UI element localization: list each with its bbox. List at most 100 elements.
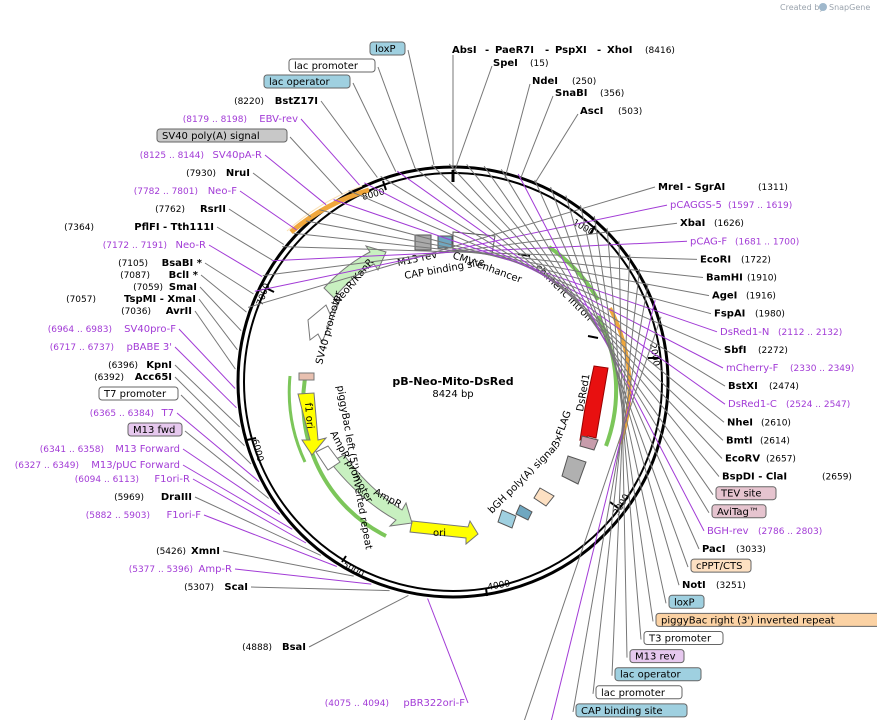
- enzyme-ecorv[interactable]: EcoRV: [725, 454, 760, 465]
- enzyme-bamhi[interactable]: BamHI: [706, 273, 743, 284]
- feature-box-piggybac-right-3-inverted-repeat[interactable]: [655, 612, 877, 627]
- primer-mcherry-f[interactable]: mCherry-F: [726, 363, 779, 374]
- enzyme-asci[interactable]: AscI: [580, 106, 603, 117]
- position-xbai: (1626): [714, 219, 744, 229]
- leader-left-nrui: [252, 172, 312, 218]
- enzyme-avrii[interactable]: AvrII: [166, 306, 192, 317]
- enzyme-xmni[interactable]: XmnI: [191, 546, 220, 557]
- leader-left-sv40-poly-a-signal: [289, 136, 343, 195]
- feature-box-lac-promoter[interactable]: [595, 685, 683, 700]
- enzyme-bsai[interactable]: BsaI: [282, 642, 306, 653]
- primer-pbabe-3[interactable]: pBABE 3': [126, 342, 172, 353]
- f1ori-arrow: [297, 392, 328, 456]
- feature-box-left-lac-operator[interactable]: [263, 74, 351, 89]
- feature-box-left-m13-fwd[interactable]: [127, 422, 183, 437]
- primer-m13-forward[interactable]: M13 Forward: [115, 444, 180, 455]
- enzyme-xbai[interactable]: XbaI: [680, 218, 705, 229]
- primer-neo-f[interactable]: Neo-F: [208, 186, 238, 197]
- sv40pro-arrow: [307, 299, 341, 344]
- plasmid-name: pB-Neo-Mito-DsRed: [392, 375, 513, 388]
- enzyme-absi[interactable]: AbsI: [452, 45, 477, 56]
- leader-pcag-f: [271, 240, 688, 262]
- position-left-tspmi-xmai: (7057): [66, 295, 96, 305]
- feature-box-avitag[interactable]: [711, 504, 767, 519]
- feature-box-left-sv40-poly-a-signal[interactable]: [156, 128, 288, 143]
- position-sbfi: (2272): [758, 346, 788, 356]
- enzyme-bspdi-clai[interactable]: BspDI - ClaI: [722, 472, 787, 483]
- feature-box-t3-promoter[interactable]: [643, 631, 724, 645]
- feature-box-left-lac-promoter[interactable]: [288, 58, 376, 73]
- position-left-kpni: (6396): [108, 361, 138, 371]
- feature-box-left-loxp[interactable]: [369, 41, 406, 56]
- enzyme-fspai[interactable]: FspAI: [714, 309, 745, 320]
- enzyme-spei[interactable]: SpeI: [493, 58, 518, 69]
- primer-sv40pro-f[interactable]: SV40pro-F: [124, 324, 176, 335]
- primer-dsred1-c[interactable]: DsRed1-C: [728, 399, 777, 410]
- enzyme-rsrii[interactable]: RsrII: [200, 204, 226, 215]
- enzyme-agei[interactable]: AgeI: [712, 291, 737, 302]
- leader-left-pbr322ori-f: [427, 598, 469, 704]
- enzyme-bcli[interactable]: BclI *: [169, 270, 199, 281]
- primer-pcaggs-5[interactable]: pCAGGS-5: [670, 200, 722, 211]
- feature-box-m13-rev[interactable]: [629, 649, 685, 664]
- leader-left-xmni: [222, 550, 354, 577]
- primer-neo-r[interactable]: Neo-R: [176, 240, 207, 251]
- enzyme-ndei[interactable]: NdeI: [532, 76, 558, 87]
- enzyme-kpni[interactable]: KpnI: [146, 360, 172, 371]
- enzyme-bstz17i[interactable]: BstZ17I: [275, 96, 318, 107]
- leader-left-tspmi-xmai: [198, 298, 238, 351]
- leader-left-sv40pa-r: [264, 154, 327, 206]
- primer-f1ori-r[interactable]: F1ori-R: [154, 474, 190, 485]
- position-left-xmni: (5426): [156, 547, 186, 557]
- enzyme-tspmi-xmai[interactable]: TspMI - XmaI: [124, 294, 196, 305]
- primer-pcag-f[interactable]: pCAG-F: [690, 236, 727, 247]
- enzyme-smai[interactable]: SmaI: [169, 282, 197, 293]
- position-bstxi: (2474): [769, 382, 799, 392]
- tick-label-5000: 5000: [341, 560, 366, 580]
- tick-8000: [382, 180, 387, 191]
- primer-dsred1-n[interactable]: DsRed1-N: [720, 327, 769, 338]
- enzyme-scai[interactable]: ScaI: [224, 582, 248, 593]
- enzyme-bsabi[interactable]: BsaBI *: [162, 258, 203, 269]
- position-ecori: (1722): [741, 255, 771, 265]
- enzyme-noti[interactable]: NotI: [682, 580, 706, 591]
- enzyme-bmti[interactable]: BmtI: [726, 435, 753, 446]
- feature-box-label-t3-promoter: T3 promoter: [648, 634, 712, 645]
- feature-box-tev-site[interactable]: [715, 486, 777, 501]
- enzyme-paci[interactable]: PacI: [702, 544, 725, 555]
- primer-pbr322ori-f[interactable]: pBR322ori-F: [403, 698, 465, 709]
- right-labels: MreI - SgrAI(1311)pCAGGS-5(1597 .. 1619)…: [247, 163, 877, 720]
- feature-box-left-t7-promoter[interactable]: [98, 386, 179, 401]
- primer-f1ori-f[interactable]: F1ori-F: [167, 510, 202, 521]
- primer-bgh-rev[interactable]: BGH-rev: [707, 526, 749, 537]
- enzyme-pflfi-tth111i[interactable]: PflFI - Tth111I: [134, 222, 214, 233]
- leader-left-lac-operator: [352, 82, 397, 172]
- enzyme-acc65i[interactable]: Acc65I: [135, 372, 172, 383]
- enzyme-ecori[interactable]: EcoRI: [700, 254, 731, 265]
- primer-amp-r[interactable]: Amp-R: [199, 564, 233, 575]
- feature-box-label-tev-site: TEV site: [720, 489, 762, 500]
- enzyme-xhoi-pos: (8416): [645, 46, 675, 56]
- enzyme-snabi[interactable]: SnaBI: [555, 88, 587, 99]
- orange-arc-nw: [289, 187, 370, 234]
- position-agei: (1916): [746, 292, 776, 302]
- enzyme-mrei-sgrai[interactable]: MreI - SgrAI: [658, 182, 725, 193]
- primer-sv40pa-r[interactable]: SV40pA-R: [213, 150, 262, 161]
- primer-t7[interactable]: T7: [161, 408, 174, 419]
- enzyme-ndei-pos: (250): [572, 77, 596, 87]
- primer-ebv-rev[interactable]: EBV-rev: [259, 114, 298, 125]
- enzyme-pspxi[interactable]: PspXI: [555, 45, 587, 56]
- feature-box-lac-operator[interactable]: [614, 667, 702, 682]
- feature-box-cap-binding-site[interactable]: [575, 703, 688, 718]
- enzyme-sbfi[interactable]: SbfI: [724, 345, 746, 356]
- enzyme-draiii[interactable]: DraIII: [161, 492, 192, 503]
- enzyme-nhei[interactable]: NheI: [727, 417, 753, 428]
- position-left-scai: (5307): [184, 583, 214, 593]
- enzyme-bstxi[interactable]: BstXI: [728, 381, 758, 392]
- feature-box-loxp[interactable]: [668, 594, 705, 609]
- enzyme-nrui[interactable]: NruI: [226, 168, 250, 179]
- primer-m13-puc-forward[interactable]: M13/pUC Forward: [91, 460, 180, 471]
- feature-box-cppt-cts[interactable]: [690, 558, 752, 573]
- enzyme-xhoi[interactable]: XhoI: [607, 45, 632, 56]
- enzyme-paer7i[interactable]: PaeR7I: [495, 45, 534, 56]
